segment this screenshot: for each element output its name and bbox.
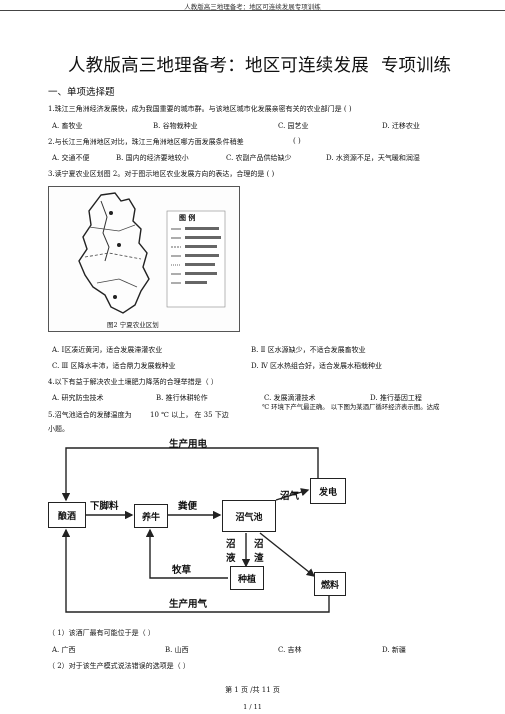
sub1-stem: （ 1）该酒厂最有可能位于是（ ） xyxy=(48,629,155,637)
zone-boundary-2 xyxy=(84,252,142,260)
box-biogas-pit: 沼气池 xyxy=(222,500,276,532)
q4-option-b: B. 推行休耕轮作 xyxy=(156,394,208,402)
q1-option-a: A. 畜牧业 xyxy=(52,122,83,130)
running-header: 人教版高三地理备考：地区可连续发展专项训练 xyxy=(184,3,321,11)
label-slurry-2: 液 xyxy=(226,553,236,564)
zone-boundary-3 xyxy=(96,278,138,288)
q3-stem: 3.读宁夏农业区划图 2。对于图示地区农业发展方向的表达，合理的是 ( ) xyxy=(48,170,275,178)
label-production-power: 生产用电 xyxy=(169,439,208,450)
legend-entry-blur xyxy=(185,245,217,248)
q2-paren: ( ) xyxy=(293,137,301,145)
map-legend-frame xyxy=(166,210,226,308)
q1-option-d: D. 迁移农业 xyxy=(382,122,420,130)
label-biogas: 沼气 xyxy=(280,491,300,502)
city-marker xyxy=(109,211,113,215)
page-title-tail: 专项训练 xyxy=(381,56,451,76)
label-manure: 粪便 xyxy=(178,501,198,512)
city-marker xyxy=(117,243,121,247)
ningxia-map-figure: 图 例 图2 宁夏农业区划 xyxy=(48,186,240,332)
q4-stem: 4.以下有益于解决农业土壤肥力降落的合理举措是（ ） xyxy=(48,378,218,386)
q1-option-b: B. 谷物栽种业 xyxy=(153,122,198,130)
box-cattle: 养牛 xyxy=(134,504,168,528)
legend-entry-blur xyxy=(185,227,219,230)
box-power: 发电 xyxy=(310,478,346,504)
q5-stem-tail: ℃ 环境下产气最正确。 以下图为某酒厂循环经济表示图。达成 xyxy=(262,403,440,411)
q5-stem-a: 5.沼气池适合的发酵温度为 xyxy=(48,411,132,419)
arrow-gas-power xyxy=(275,488,310,501)
zone-boundary-1 xyxy=(88,224,136,232)
section-heading: 一、单项选择题 xyxy=(48,87,115,98)
q4-option-d: D. 推行基因工程 xyxy=(370,394,422,402)
label-production-gas: 生产用气 xyxy=(169,599,208,610)
legend-entry-blur xyxy=(185,236,221,239)
q3-option-c: C. Ⅲ 区降水丰沛，适合鼎力发展栽种业 xyxy=(52,362,176,370)
q5-stem-c: 小题。 xyxy=(48,425,69,433)
legend-entry-blur xyxy=(185,254,219,257)
label-residue-2: 渣 xyxy=(254,553,264,564)
sub1-option-c: C. 吉林 xyxy=(278,646,302,654)
map-caption: 图2 宁夏农业区划 xyxy=(107,320,159,329)
region-outline xyxy=(78,192,150,314)
legend-entry-blur xyxy=(185,281,207,284)
q5-stem-b: 10 ℃ 以上， 在 35 下边 xyxy=(150,411,229,419)
gas-return-arrow xyxy=(61,528,330,613)
q2-option-b: B. 国内的经济要地较小 xyxy=(116,154,189,162)
q3-option-b: B. Ⅱ 区水源缺少，不适合发展畜牧业 xyxy=(251,346,366,354)
label-residue-1: 沼 xyxy=(254,539,264,550)
q3-option-a: A. Ⅰ区凑近黄河，适合发展滞灌农业 xyxy=(52,346,163,354)
label-grass: 牧草 xyxy=(172,565,192,576)
ningxia-map-svg: 图 例 图2 宁夏农业区划 xyxy=(78,192,226,329)
q2-option-d: D. 水资源不足，天气暖和润湿 xyxy=(326,154,420,162)
header-rule xyxy=(0,10,505,11)
label-feed: 下脚料 xyxy=(90,501,119,512)
q1-option-c: C. 园艺业 xyxy=(278,122,309,130)
q2-option-c: C. 农副产品供给缺少 xyxy=(226,154,292,162)
flow-arrows xyxy=(61,447,330,613)
label-slurry-1: 沼 xyxy=(226,539,236,550)
yellow-river-line xyxy=(100,200,110,262)
circular-economy-diagram: 生产用电 生产用气 酿酒 养牛 沼气池 发电 燃料 种植 下脚料 粪便 沼气 牧… xyxy=(46,438,346,618)
sub1-option-d: D. 新疆 xyxy=(382,646,406,654)
legend-entry-blur xyxy=(185,272,217,275)
box-planting: 种植 xyxy=(230,566,264,590)
sub1-option-b: B. 山西 xyxy=(165,646,189,654)
q2-stem: 2.与长江三角洲地区对比，珠江三角洲地区哪方面发展条件稍差 xyxy=(48,138,244,146)
q2-option-a: A. 交通不便 xyxy=(52,154,90,162)
box-fuel: 燃料 xyxy=(314,572,346,596)
page-counter: 1 / 11 xyxy=(243,703,262,711)
arrow-grass xyxy=(145,528,228,579)
sub1-option-a: A. 广西 xyxy=(52,646,76,654)
q4-option-a: A. 研究防虫技术 xyxy=(52,394,104,402)
sub2-stem: （ 2）对于该生产模式说法错误的选项是（ ） xyxy=(48,662,190,670)
page-title: 人教版高三地理备考：地区可连续发展 xyxy=(68,56,369,76)
q3-option-d: D. Ⅳ 区水热组合好，适合发展水稻栽种业 xyxy=(251,362,383,370)
power-return-arrow xyxy=(61,447,319,502)
page-footer: 第 1 页 /共 11 页 xyxy=(225,686,280,694)
q1-stem: 1.珠江三角洲经济发展快，成为我国重要的城市群。与该地区城市化发展亲密有关的农业… xyxy=(48,105,352,113)
box-brewing: 酿酒 xyxy=(48,502,86,528)
map-legend-title: 图 例 xyxy=(179,213,195,222)
city-marker xyxy=(113,295,117,299)
q4-option-c: C. 发展滴灌技术 xyxy=(264,394,316,402)
arrow-gas-fuel xyxy=(259,532,316,577)
legend-entry-blur xyxy=(185,263,215,266)
